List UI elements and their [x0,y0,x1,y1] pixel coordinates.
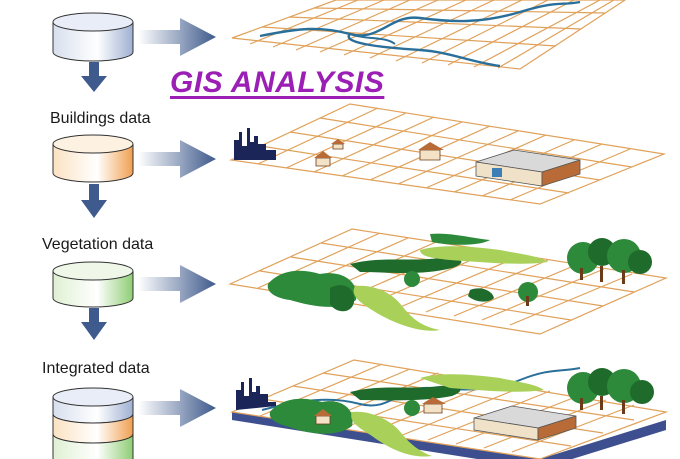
river-line [347,33,501,68]
buildings-layer-map [228,103,667,205]
hydrography-database-icon [52,12,134,62]
trees-icon [567,238,652,284]
river-line [259,0,581,38]
buildings-database-icon [52,134,134,183]
city-skyline-icon [234,128,276,160]
river-line [349,33,396,45]
page-title: GIS ANALYSIS [170,66,385,99]
buildings-data-label: Buildings data [50,110,151,127]
house-icon [314,397,446,425]
integrated-data-label: Integrated data [42,360,150,377]
right-arrow-icon [138,18,216,427]
large-building-icon [473,405,577,441]
vegetation-database-icon [52,261,134,308]
down-arrow-icon [81,62,107,340]
base-slab [232,412,666,459]
large-building-icon [475,149,581,187]
grid-lines [228,103,667,205]
grid-lines [231,0,627,70]
integrated-database-icon [52,387,134,459]
city-skyline-icon [236,378,276,410]
trees-icon [567,368,654,414]
forest-patch [267,233,548,331]
vegetation-data-label: Vegetation data [42,236,154,253]
vegetation-layer-map [227,228,669,335]
integrated-layer-map [229,359,669,459]
hydrography-layer-map [231,0,627,70]
house-icon [314,139,444,167]
